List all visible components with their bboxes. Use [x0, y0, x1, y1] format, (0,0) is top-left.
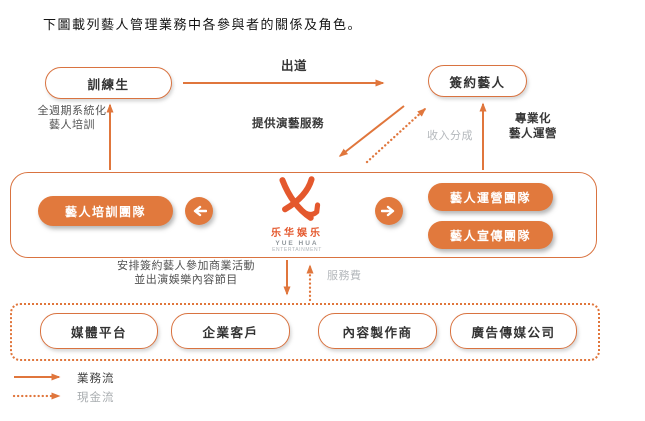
arrow-right-circle — [375, 197, 403, 225]
right-arrow-icon — [381, 205, 395, 217]
label-performing-services: 提供演藝服務 — [252, 118, 324, 130]
logo-name-cn: 乐华娱乐 — [271, 228, 323, 239]
legend-business-flow-label: 業務流 — [77, 373, 115, 385]
yuehua-logo: 乐华娱乐 YUE HUA ENTERTAINMENT — [265, 175, 329, 253]
left-arrow-icon — [193, 205, 207, 217]
label-debut: 出道 — [281, 59, 308, 73]
node-operation-team: 藝人運營團隊 — [428, 183, 553, 211]
legend-cash-flow-label: 現金流 — [77, 392, 115, 404]
label-arrange-activities: 安排簽約藝人參加商業活動 並出演娛樂內容節目 — [117, 260, 255, 287]
node-ad-media-company: 廣告傳媒公司 — [450, 313, 577, 349]
node-media-platform: 媒體平台 — [40, 313, 158, 349]
partners-box — [10, 303, 600, 361]
label-professional-operation: 專業化 藝人運營 — [509, 113, 557, 140]
arrow-performing-services — [338, 105, 405, 157]
diagram-caption: 下圖載列藝人管理業務中各參與者的關係及角色。 — [43, 17, 363, 32]
arrow-revenue-share — [365, 107, 427, 164]
logo-name-en: YUE HUA — [275, 240, 319, 247]
node-trainee: 訓練生 — [45, 67, 172, 99]
node-corporate-client: 企業客戶 — [171, 313, 290, 349]
node-training-team: 藝人培訓團隊 — [38, 196, 173, 226]
label-systematic-training: 全週期系統化 藝人培訓 — [37, 105, 107, 132]
logo-subtitle: ENTERTAINMENT — [272, 247, 322, 253]
node-content-producer: 內容製作商 — [318, 313, 437, 349]
label-revenue-share: 收入分成 — [427, 130, 473, 142]
yuehua-logo-mark — [279, 176, 321, 221]
arrow-left-circle — [185, 197, 213, 225]
node-signed-artist: 簽約藝人 — [428, 65, 527, 97]
node-promotion-team: 藝人宣傳團隊 — [428, 221, 553, 249]
label-service-fee: 服務費 — [327, 270, 362, 282]
